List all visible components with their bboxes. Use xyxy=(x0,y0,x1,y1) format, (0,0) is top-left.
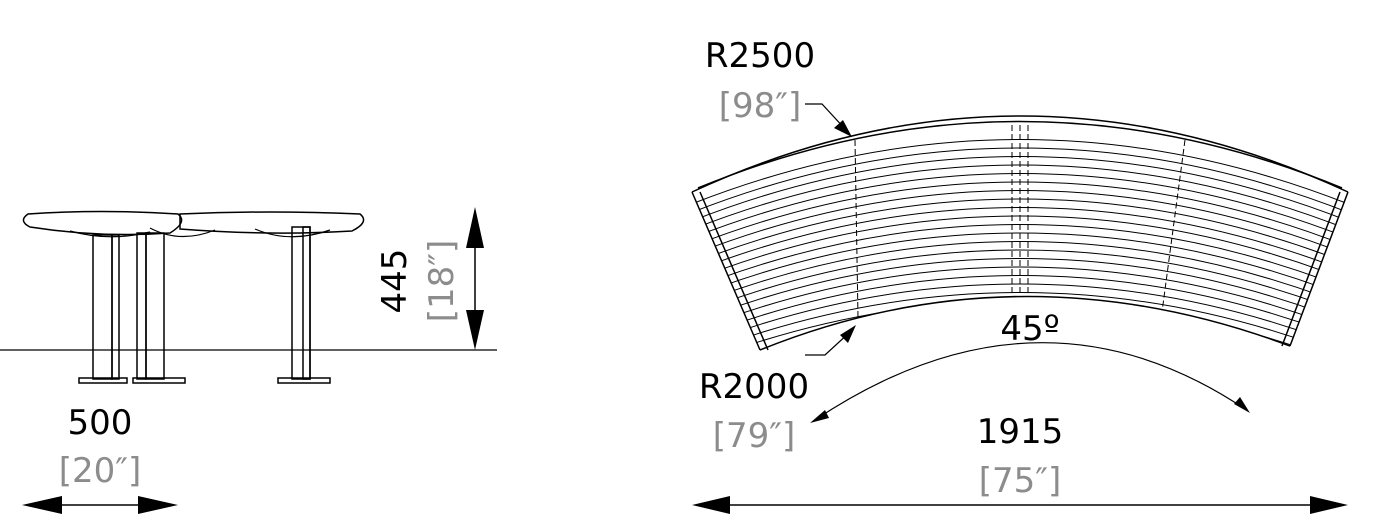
seat-top-left xyxy=(22,210,183,236)
outer-radius-in-label: [98″] xyxy=(719,86,802,126)
bench-slat xyxy=(692,258,1348,337)
bench-slat xyxy=(692,173,1348,252)
length-dimension: 1915 [75″] xyxy=(692,412,1348,514)
depth-mm-label: 500 xyxy=(68,403,133,443)
bench-slat xyxy=(692,241,1348,320)
bench-slat xyxy=(692,198,1348,277)
height-mm-label: 445 xyxy=(375,249,415,314)
bench-slat xyxy=(692,275,1348,350)
inner-radius-mm-label: R2000 xyxy=(699,367,809,407)
bench-slat xyxy=(692,164,1348,243)
inner-radius-callout: R2000 [79″] xyxy=(699,325,856,456)
depth-dimension: 500 [20″] xyxy=(22,403,178,514)
height-dimension: 445 [18″] xyxy=(375,207,484,350)
support-rib xyxy=(1161,139,1186,313)
bench-slat xyxy=(692,207,1348,286)
height-in-label: [18″] xyxy=(422,240,462,323)
bench-slat xyxy=(692,249,1348,328)
bench-slat xyxy=(692,215,1348,294)
length-in-label: [75″] xyxy=(979,461,1062,501)
support-rib xyxy=(854,139,859,319)
outer-radius-callout: R2500 [98″] xyxy=(705,36,852,137)
length-mm-label: 1915 xyxy=(977,412,1064,452)
angle-dimension: 45º xyxy=(810,309,1250,423)
side-view: 445 [18″] 500 [20″] xyxy=(0,207,497,514)
bench-slat xyxy=(692,156,1348,235)
bench-slat xyxy=(692,181,1348,260)
bench-slat xyxy=(692,232,1348,311)
angle-label: 45º xyxy=(1000,309,1059,349)
bench-slat xyxy=(692,190,1348,269)
seat-top-right xyxy=(179,211,365,234)
depth-in-label: [20″] xyxy=(59,451,142,491)
legs xyxy=(92,226,311,380)
outer-radius-mm-label: R2500 xyxy=(705,36,815,76)
inner-radius-in-label: [79″] xyxy=(713,416,796,456)
bench-slat xyxy=(692,224,1348,303)
bench-slat xyxy=(692,266,1348,345)
top-view: R2500 [98″] R2000 [79″] 45º 1915 [75″] xyxy=(691,36,1349,514)
feet xyxy=(78,377,331,384)
bench-slat xyxy=(692,139,1348,218)
